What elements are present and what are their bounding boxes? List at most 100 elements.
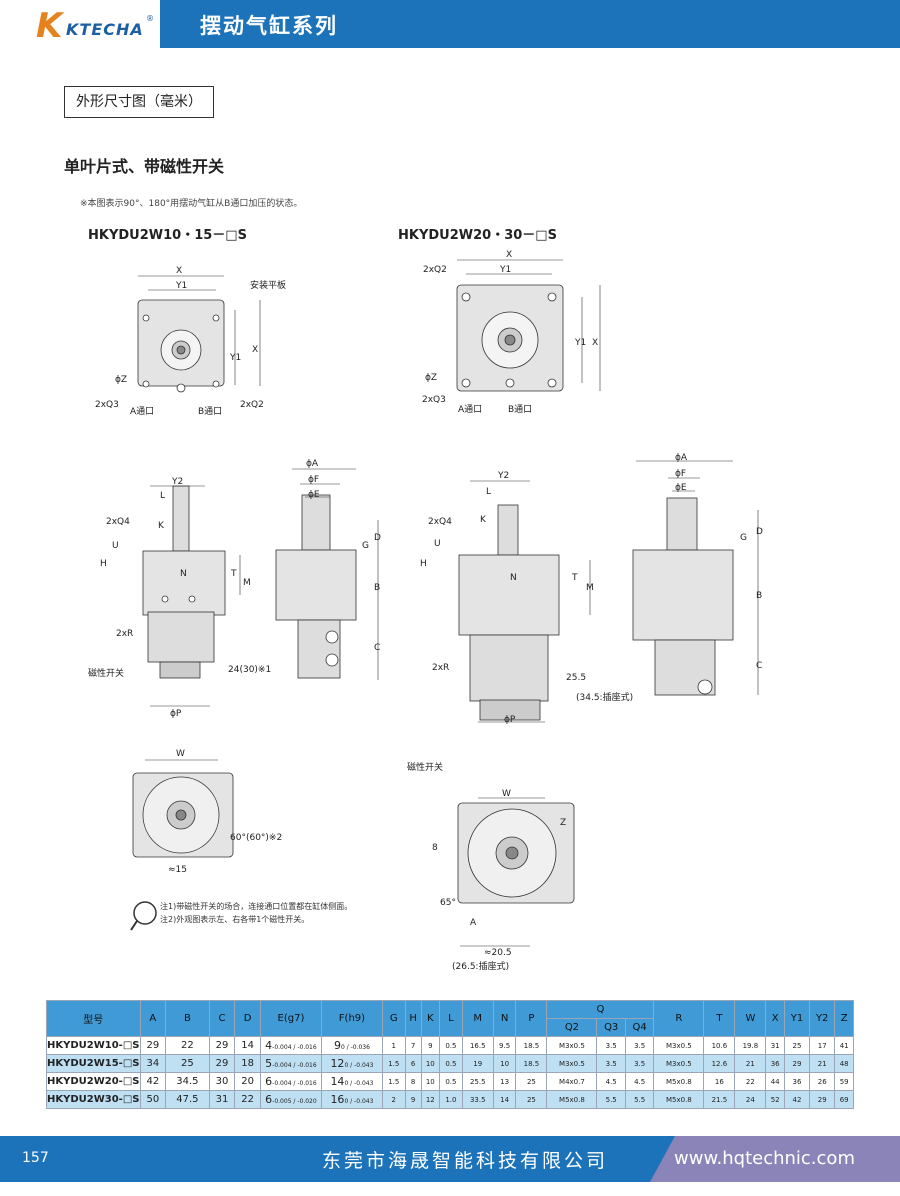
cell-g: 1 — [381, 1036, 406, 1055]
right-f-label: ϕF — [675, 469, 686, 479]
th-model: 型号 — [46, 1000, 141, 1037]
left-h-label: H — [100, 559, 107, 569]
cell-b: 47.5 — [165, 1090, 210, 1109]
th-f: F(h9) — [320, 1000, 383, 1037]
th-z: Z — [834, 1000, 854, 1037]
left-q3-label: 2xQ3 — [95, 400, 119, 410]
cell-r: M5x0.8 — [653, 1090, 705, 1109]
cell-q3: 5.5 — [596, 1090, 626, 1109]
cell-c: 29 — [208, 1036, 236, 1055]
th-x: X — [765, 1000, 785, 1037]
right-h-label: H — [420, 559, 427, 569]
cell-w: 24 — [734, 1090, 767, 1109]
cell-model: HKYDU2W20-□S — [46, 1072, 141, 1091]
right-dim8-label: 8 — [432, 843, 438, 853]
cell-g: 1.5 — [381, 1054, 406, 1073]
cell-m: 25.5 — [461, 1072, 494, 1091]
right-c-label: C — [756, 661, 762, 671]
cell-e-value: 5 — [265, 1057, 273, 1070]
left-dim15-label: ≈15 — [168, 865, 187, 875]
cell-f-tolerance: 0 / -0.043 — [344, 1080, 374, 1087]
right-e-label: ϕE — [675, 483, 687, 493]
cell-k: 12 — [420, 1090, 441, 1109]
section-label: 外形尺寸图（毫米） — [64, 86, 214, 118]
logo-mark: K — [36, 6, 63, 46]
right-m-label: M — [586, 583, 594, 593]
cell-x: 44 — [765, 1072, 785, 1091]
cell-model: HKYDU2W10-□S — [46, 1036, 141, 1055]
th-q4: Q4 — [624, 1018, 655, 1037]
left-a-label: ϕA — [306, 459, 319, 469]
cell-h: 7 — [404, 1036, 422, 1055]
cell-h: 6 — [404, 1054, 422, 1073]
right-q4-label: 2xQ4 — [428, 517, 452, 527]
cell-r: M5x0.8 — [653, 1072, 705, 1091]
th-q3: Q3 — [596, 1018, 626, 1037]
cell-a: 34 — [139, 1054, 167, 1073]
registered-icon: ® — [146, 14, 154, 23]
cell-w: 22 — [734, 1072, 767, 1091]
cell-e-tolerance: -0.004 / -0.016 — [272, 1044, 317, 1051]
cell-t: 10.6 — [703, 1036, 736, 1055]
cell-a: 50 — [139, 1090, 167, 1109]
right-len-label: 25.5 — [566, 673, 586, 683]
th-w: W — [734, 1000, 767, 1037]
company-name: 东莞市海晟智能科技有限公司 — [322, 1150, 609, 1172]
left-z-label: ϕZ — [115, 375, 127, 385]
cell-a: 42 — [139, 1072, 167, 1091]
cell-k: 10 — [420, 1072, 441, 1091]
cell-t: 21.5 — [703, 1090, 736, 1109]
cell-z: 59 — [834, 1072, 854, 1091]
drawing-note: ※本图表示90°、180°用摆动气缸从B通口加压的状态。 — [80, 199, 303, 209]
cell-e-tolerance: -0.004 / -0.016 — [272, 1080, 317, 1087]
cell-f-value: 14 — [330, 1075, 345, 1088]
cell-x: 52 — [765, 1090, 785, 1109]
right-dim20-label: ≈20.5 — [484, 948, 512, 958]
cell-q4: 4.5 — [624, 1072, 655, 1091]
cell-f: 120 / -0.043 — [320, 1054, 383, 1073]
right-b-label: B — [756, 591, 762, 601]
cell-t: 12.6 — [703, 1054, 736, 1073]
cell-c: 29 — [208, 1054, 236, 1073]
website: www.hqtechnic.com — [674, 1148, 855, 1169]
cell-model: HKYDU2W30-□S — [46, 1090, 141, 1109]
cell-q2: M5x0.8 — [546, 1090, 598, 1109]
cell-n: 13 — [492, 1072, 517, 1091]
cell-z: 41 — [834, 1036, 854, 1055]
th-l: L — [439, 1000, 463, 1037]
left-q4-label: 2xQ4 — [106, 517, 130, 527]
page-title: 摆动气缸系列 — [200, 14, 338, 38]
cell-n: 10 — [492, 1054, 517, 1073]
cell-y2: 26 — [809, 1072, 836, 1091]
cell-m: 19 — [461, 1054, 494, 1073]
model-right: HKYDU2W20・30－□S — [398, 228, 557, 243]
left-a-port-label: A通口 — [130, 406, 154, 417]
th-c: C — [208, 1000, 236, 1037]
cell-b: 34.5 — [165, 1072, 210, 1091]
th-y2: Y2 — [809, 1000, 836, 1037]
page-footer: 157 东莞市海晟智能科技有限公司 www.hqtechnic.com — [0, 1136, 900, 1182]
left-u-label: U — [112, 541, 119, 551]
cell-g: 2 — [381, 1090, 406, 1109]
th-p: P — [515, 1000, 548, 1037]
cell-p: 25 — [515, 1090, 548, 1109]
cell-a: 29 — [139, 1036, 167, 1055]
th-q2: Q2 — [546, 1018, 598, 1037]
right-z-label: ϕZ — [425, 373, 437, 383]
right-x-label: X — [506, 250, 512, 260]
footnote-1: 注1)带磁性开关的场合，连接通口位置都在缸体侧面。 — [160, 902, 353, 911]
right-p-label: ϕP — [504, 715, 516, 725]
cell-e-value: 4 — [265, 1039, 273, 1052]
cell-f: 140 / -0.043 — [320, 1072, 383, 1091]
cell-k: 9 — [420, 1036, 441, 1055]
left-n-label: N — [180, 569, 187, 579]
right-switch-label: 磁性开关 — [407, 761, 443, 773]
th-m: M — [461, 1000, 494, 1037]
left-y2-label: Y2 — [171, 477, 183, 487]
cell-q3: 3.5 — [596, 1036, 626, 1055]
cell-q3: 4.5 — [596, 1072, 626, 1091]
right-dim26-label: (26.5:插座式) — [452, 960, 509, 972]
cell-l: 1.0 — [439, 1090, 463, 1109]
cell-l: 0.5 — [439, 1054, 463, 1073]
